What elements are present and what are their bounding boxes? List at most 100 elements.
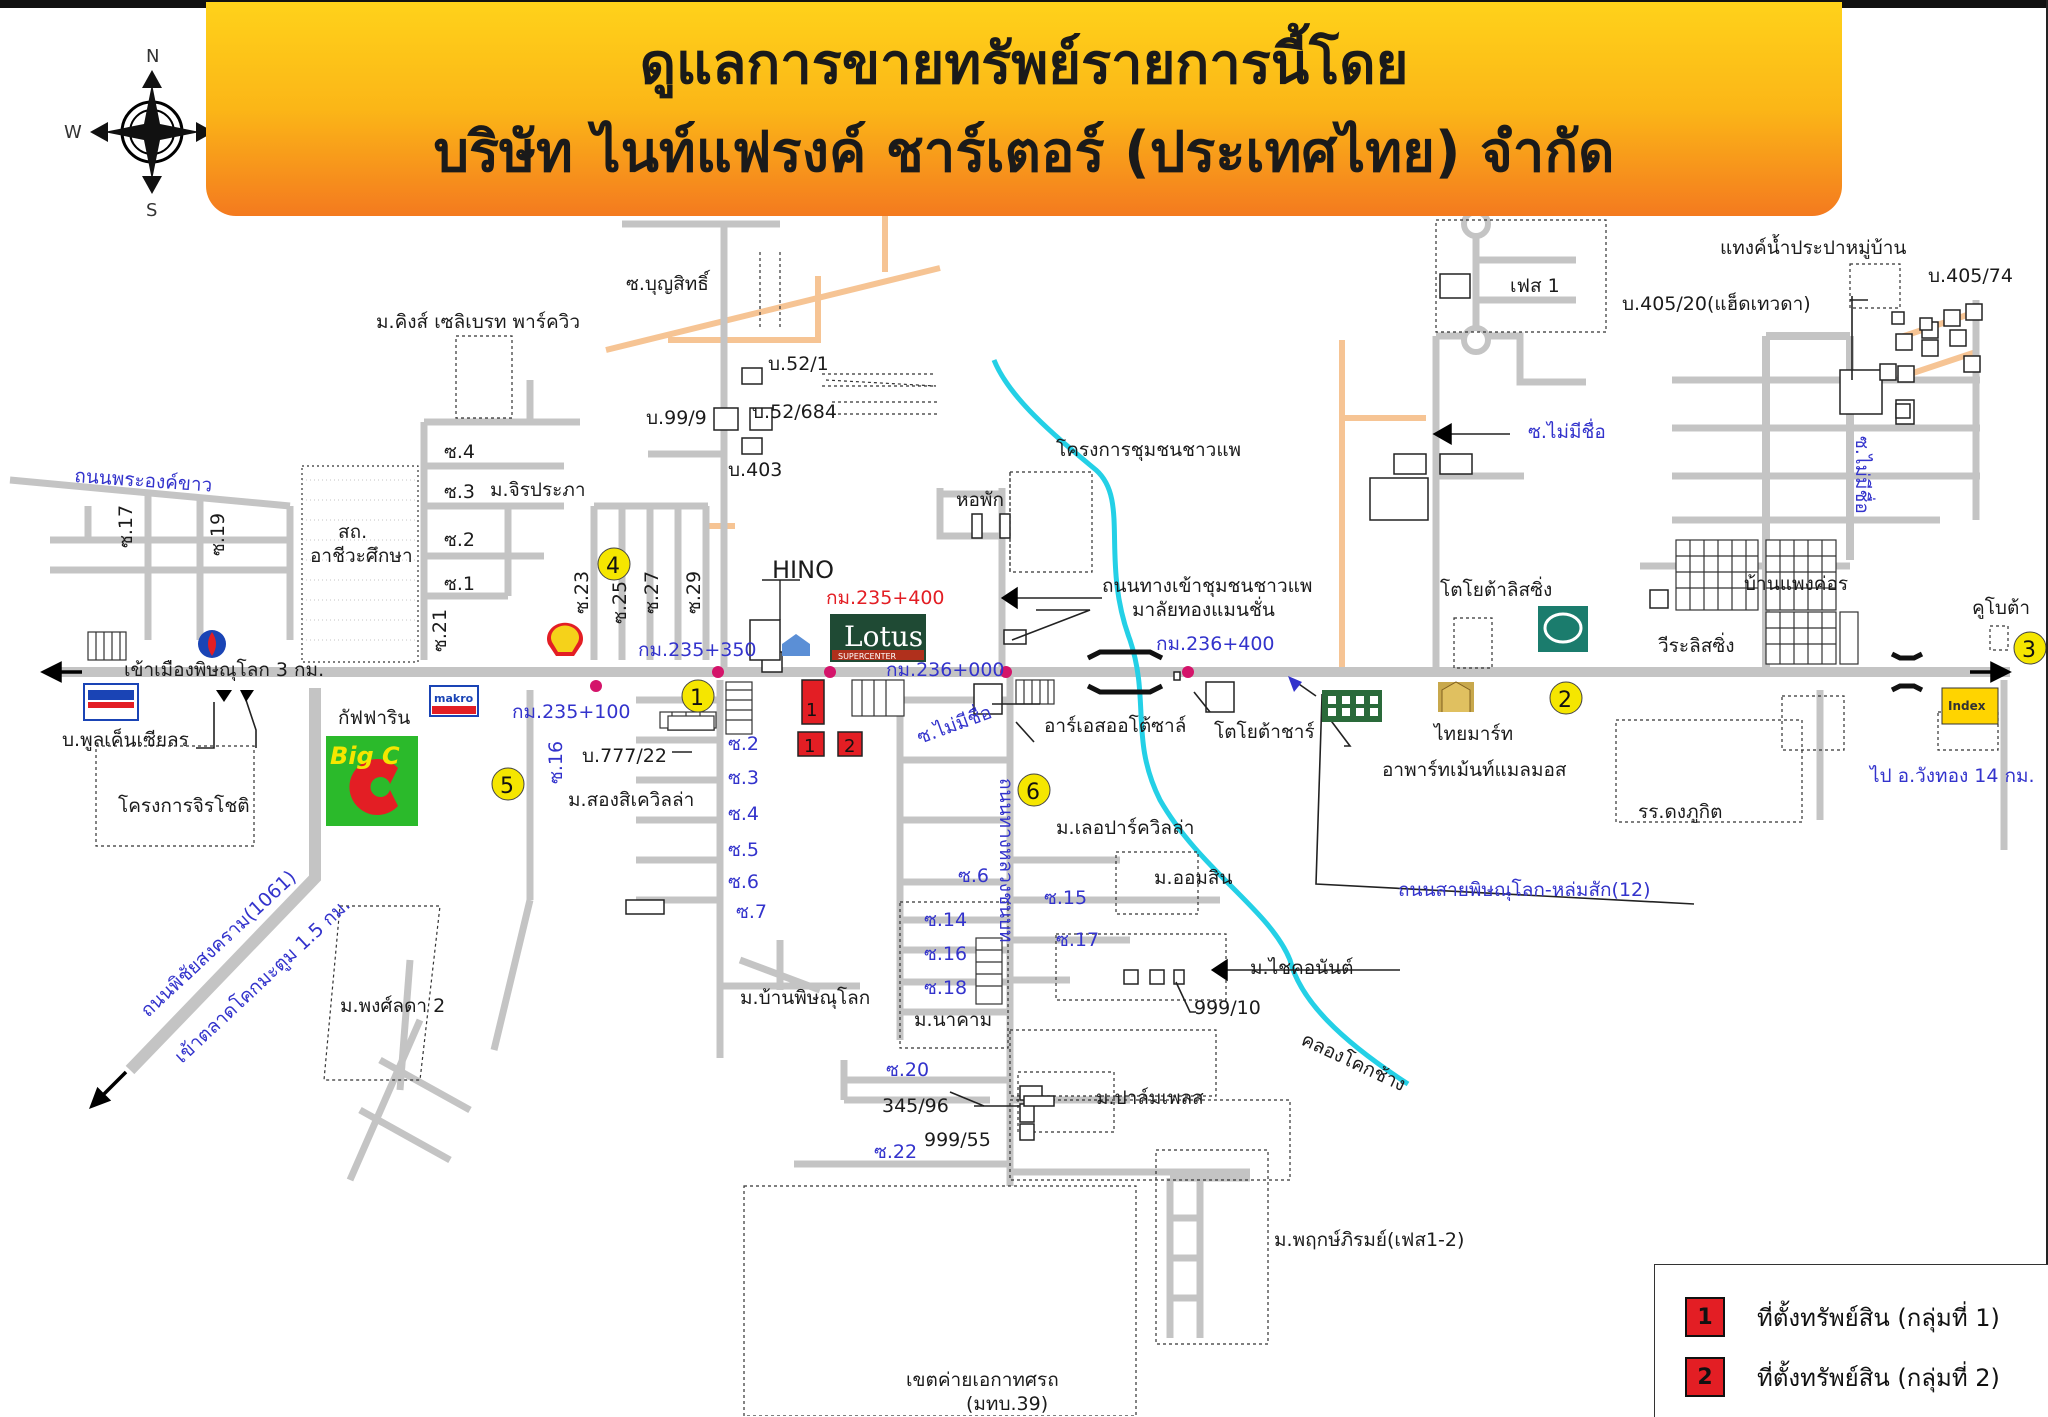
m-chaikha: ม.ไชคอนันต์ [1250, 957, 1353, 979]
compass-s: S [146, 200, 157, 221]
property-1b: 1 [804, 736, 815, 757]
m-ban-phitsanulok: ม.บ้านพิษณุโลก [740, 986, 870, 1010]
legend-row-2: 2 ที่ตั้งทรัพย์สิน (กลุ่มที่ 2) [1685, 1357, 2000, 1397]
legend-label-2: ที่ตั้งทรัพย์สิน (กลุ่มที่ 2) [1757, 1363, 2000, 1392]
rd-muang: ถนนทางหลวงชนบท [995, 778, 1017, 943]
buildings [625, 273, 1983, 1141]
rd-phitsanulok-lom-sak: ถนนสายพิษณุโลก-หล่มสัก(12) [1398, 878, 1651, 902]
b405-74: บ.405/74 [1928, 265, 2013, 287]
pole-label: มาลัยทองแมนชั่น [1132, 596, 1275, 621]
m-phruk: ม.พฤกษ์ภิรมย์(เฟส1-2) [1274, 1229, 1464, 1251]
property-1a: 1 [806, 700, 817, 721]
m-songsong: ม.สองสิเควิลล่า [568, 789, 694, 811]
label-s3: ซ.3 [444, 481, 475, 503]
college-block [301, 465, 419, 663]
thaimart-logo [1438, 681, 1474, 712]
soi-7: ซ.7 [736, 901, 767, 923]
soi-6: ซ.6 [728, 871, 759, 893]
hino-building: HINO [749, 556, 834, 661]
shell-logo [547, 622, 583, 656]
banner-line-2: บริษัท ไนท์แฟรงค์ ชาร์เตอร์ (ประเทศไทย) … [433, 120, 1615, 185]
b-pul: บ.พูลเค็นเซียลร [62, 727, 189, 751]
soi-6b: ซ.6 [958, 865, 989, 887]
title-banner: ดูแลการขายทรัพย์รายการนี้โดย บริษัท ไนท์… [206, 2, 1842, 216]
ar-auto: อาร์เอสออโต้ซาล์ [1044, 714, 1186, 737]
makro-text: makro [434, 692, 474, 705]
legend-label-1: ที่ตั้งทรัพย์สิน (กลุ่มที่ 1) [1757, 1303, 2000, 1332]
b99-9: บ.99/9 [646, 407, 707, 429]
label-s25: ซ.25 [609, 581, 631, 624]
label-s4: ซ.4 [444, 441, 475, 463]
marker-6: 6 [1026, 780, 1040, 805]
index-logo: Index [1941, 687, 1999, 725]
m-kings: ม.คิงส์ เซลิเบรท พาร์ควิว [376, 311, 580, 333]
km-236-400: กม.236+400 [1156, 633, 1275, 655]
makro-logo: makro [429, 685, 479, 717]
to-wang-thong: ไป อ.วังทอง 14 กม. [1868, 765, 2035, 787]
km-235-100: กม.235+100 [512, 701, 631, 723]
lotus-sub: SUPERCENTER [838, 652, 897, 661]
camp-label: เขตค่ายเอกาทศรถ [906, 1369, 1059, 1391]
m-om: ม.ออมสิน [1154, 867, 1233, 889]
banner-line-1: ดูแลการขายทรัพย์รายการนี้โดย [639, 32, 1409, 97]
compass-w: W [64, 122, 82, 143]
compass-n: N [146, 46, 159, 67]
project-sao-phae: โครงการชุมชนชาวแพ [1056, 438, 1241, 462]
dashed-boundaries [95, 219, 2009, 1416]
soi-17: ซ.17 [1056, 929, 1099, 951]
tank-label: แทงค์น้ำประปาหมู่บ้าน [1720, 234, 1906, 259]
college-label-2: อาชีวะศึกษา [310, 545, 413, 567]
thaimart: ไทยมาร์ท [1432, 723, 1513, 745]
toyota-logo [1538, 606, 1588, 652]
property-markers: 1 1 2 [797, 679, 863, 757]
apartment-icon [1322, 690, 1382, 722]
label-s1: ซ.1 [444, 573, 475, 595]
hino-text: HINO [772, 556, 834, 584]
label-s27: ซ.27 [641, 571, 663, 614]
m-phongsa: ม.พงศ์ลดา 2 [340, 995, 445, 1017]
arrows [40, 422, 2012, 1109]
m-jiraprapha: ม.จิรประภา [490, 479, 586, 501]
phase1-label: เฟส 1 [1510, 275, 1560, 297]
km-235-400: กม.235+400 [826, 587, 945, 609]
entrance-label: ถนนทางเข้าชุมชนชาวแพ [1102, 575, 1312, 598]
black-labels: ซ.บุญสิทธิ์ ม.คิงส์ เซลิเบรท พาร์ควิว บ.… [62, 234, 2030, 1415]
soi-22: ซ.22 [874, 1141, 917, 1163]
b403: บ.403 [728, 459, 782, 481]
ban-phaengkhom: บ้านแพงค่อร [1744, 573, 1848, 595]
yellow-markers: 1 2 3 4 5 6 [491, 547, 2047, 807]
km-236-000: กม.236+000 [886, 659, 1005, 681]
camp2-label: (มทบ.39) [966, 1393, 1048, 1415]
soi-15: ซ.15 [1044, 887, 1087, 909]
house-rows [87, 539, 1859, 1005]
m-nakham: ม.นาคาม [914, 1009, 992, 1031]
canal-label: คลองโคกช้าง [1298, 1028, 1410, 1096]
label-s2: ซ.2 [444, 529, 475, 551]
ptt-logo [198, 630, 226, 658]
km-labels: กม.235+100 กม.235+350 กม.235+400 กม.236+… [512, 587, 1275, 723]
project-jirachot: โครงการจิรโชติ [118, 794, 250, 817]
soi-2: ซ.2 [728, 733, 759, 755]
soi-no-name-1: ซ.ไม่มีชื่อ [1528, 418, 1606, 443]
viralising: วีระลิสซิ่ง [1658, 632, 1735, 657]
dashed-roads [759, 252, 1011, 572]
index-text: Index [1948, 699, 1986, 713]
bridge-marks [1086, 649, 1924, 695]
soi-14: ซ.14 [924, 909, 967, 931]
lotus-logo: Lotus SUPERCENTER [830, 614, 926, 662]
soi-no-name-2: ซ.ไม่มีชื่อ [1851, 436, 1876, 514]
toyota-char: โตโยต้าชาร์ [1214, 720, 1315, 743]
to-muang: เข้าเมืองพิษณุโลก 3 กม. [124, 658, 324, 682]
toyota-lease: โตโยต้าลิสซิ่ง [1440, 576, 1552, 601]
soi-4: ซ.4 [728, 803, 759, 825]
big-c-logo: Big C [326, 736, 418, 826]
b345-96: 345/96 [882, 1095, 949, 1117]
kubota: คูโบต้า [1972, 596, 2030, 619]
school-label: รร.ดงภูกิต [1638, 801, 1722, 823]
bluering-logo [83, 683, 139, 721]
label-s23: ซ.23 [571, 571, 593, 614]
legend-box: 1 ที่ตั้งทรัพย์สิน (กลุ่มที่ 1) 2 ที่ตั้… [1654, 1264, 2048, 1417]
b777-22: บ.777/22 [582, 745, 667, 767]
right-border [2046, 0, 2048, 1416]
